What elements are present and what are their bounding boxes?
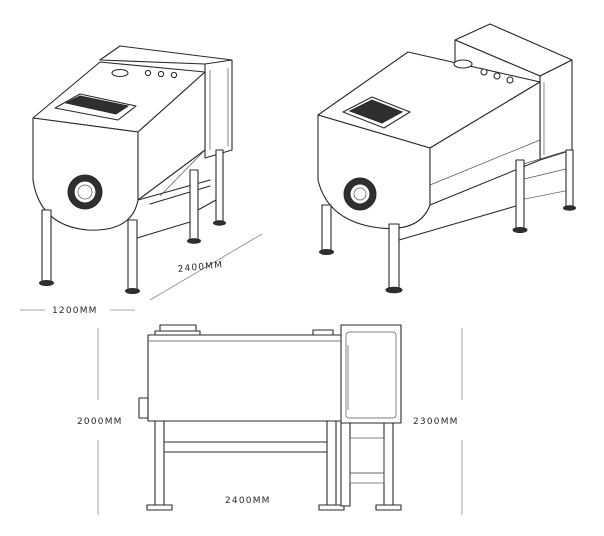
front-length-label: 2400MM (225, 496, 271, 506)
iso-length-label: 2400MM (177, 260, 223, 275)
front-height-left-label: 2000MM (77, 417, 123, 427)
iso-view-right (317, 23, 576, 294)
front-elevation (97, 324, 463, 515)
iso-view-left (20, 45, 263, 311)
front-height-right-label: 2300MM (413, 417, 459, 427)
iso-width-label: 1200MM (52, 306, 98, 316)
